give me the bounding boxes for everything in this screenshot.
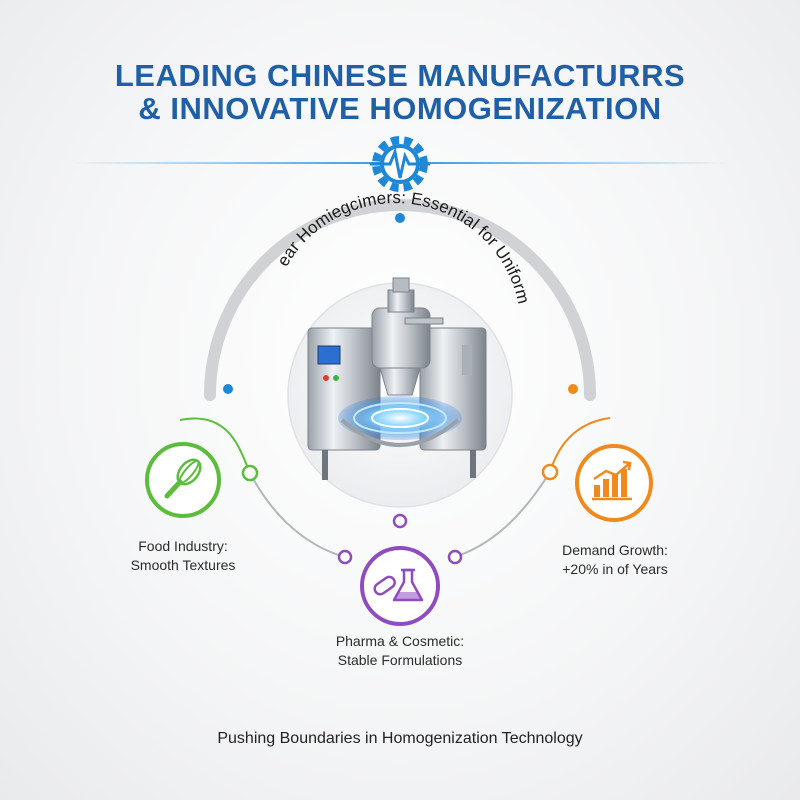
food-industry-title: Food Industry: <box>138 538 228 554</box>
bottom-left-connector <box>249 472 346 558</box>
bar-chart-growth-icon <box>575 444 653 522</box>
headline-line-2: & INNOVATIVE HOMOGENIZATION <box>138 91 662 126</box>
arc-top-dot <box>395 213 405 223</box>
gear-pulse-icon <box>370 136 430 192</box>
arc-left-dot <box>223 384 233 394</box>
whisk-icon <box>145 442 221 518</box>
demand-growth-detail: +20% in of Years <box>562 561 668 577</box>
food-industry-detail: Smooth Textures <box>130 557 236 573</box>
pharma-cosmetic-detail: Stable Formulations <box>337 652 463 668</box>
demand-growth-label: Demand Growth: +20% in of Years <box>530 541 700 579</box>
left-connector <box>179 417 251 474</box>
footer-tagline: Pushing Boundaries in Homogenization Tec… <box>217 730 583 747</box>
homogenizer-machine-image <box>307 277 487 480</box>
flask-pill-icon <box>360 546 440 626</box>
arc-right-dot <box>568 384 578 394</box>
pharma-cosmetic-title: Pharma & Cosmetic: <box>335 633 465 649</box>
pharma-cosmetic-label: Pharma & Cosmetic: Stable Formulations <box>300 632 500 670</box>
headline-line-1: LEADING CHINESE MANUFACTURRS <box>114 58 686 93</box>
right-connector <box>549 417 611 473</box>
bottom-right-connector <box>454 471 551 558</box>
demand-growth-title: Demand Growth: <box>562 542 668 558</box>
outer-arc <box>204 199 596 401</box>
food-industry-label: Food Industry: Smooth Textures <box>98 537 268 575</box>
